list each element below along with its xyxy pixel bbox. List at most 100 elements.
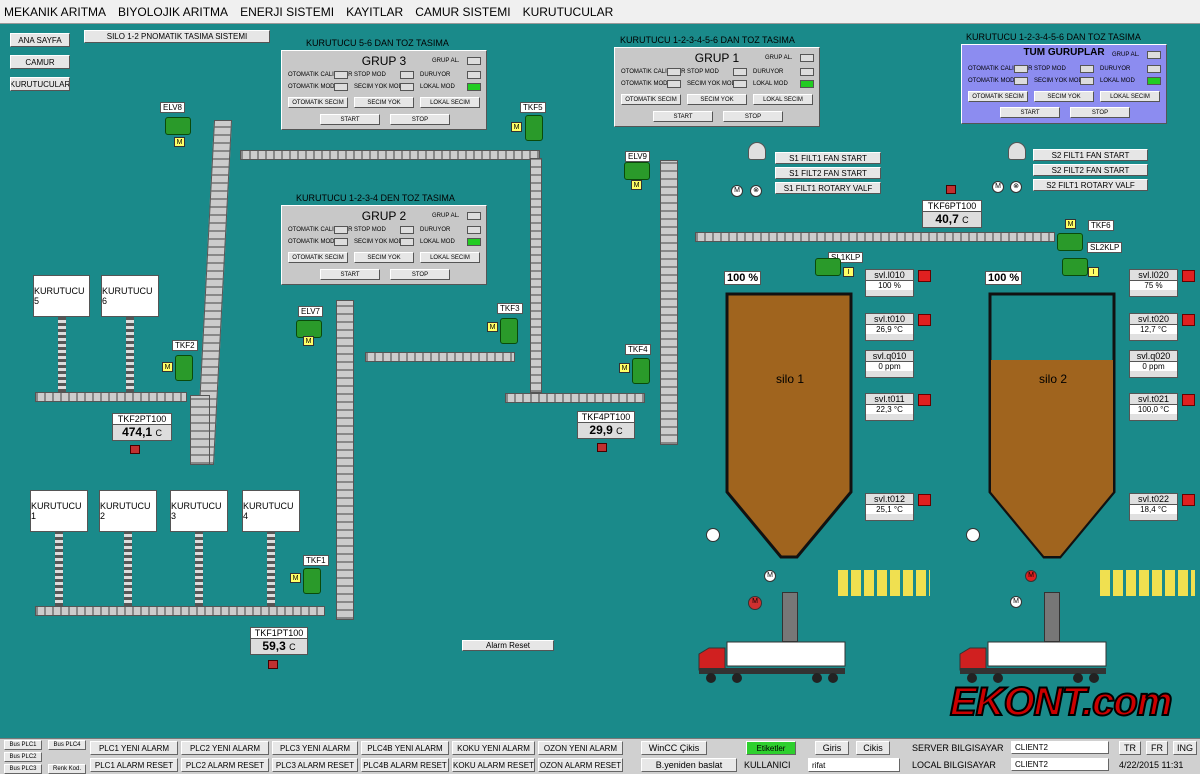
motor-tkf1[interactable] [303, 568, 321, 594]
motor-m-icon[interactable]: M [764, 570, 776, 582]
motor-elv9[interactable] [624, 162, 650, 180]
s2-filt2-fan-button[interactable]: S2 FILT2 FAN START [1033, 164, 1148, 176]
alarm-icon[interactable] [1182, 314, 1195, 326]
alarm-icon[interactable] [918, 270, 931, 282]
alarm-icon[interactable] [268, 660, 278, 669]
koku-alarm-button[interactable]: KOKU YENI ALARM [452, 741, 535, 755]
bus-plc1-status[interactable]: Bus PLC1 [4, 740, 42, 750]
motor-sl2klp[interactable] [1062, 258, 1088, 276]
lokal-mod-label: LOKAL MOD [420, 84, 455, 90]
menu-mekanik[interactable]: MEKANIK ARITMA [4, 4, 107, 19]
alarm-icon[interactable] [597, 443, 607, 452]
alarm-reset-button[interactable]: Alarm Reset [462, 640, 554, 651]
rotary-valve-icon[interactable]: ⊗ [1010, 181, 1022, 193]
motor-elv8[interactable] [165, 117, 191, 135]
plc1-alarm-button[interactable]: PLC1 YENI ALARM [90, 741, 178, 755]
alarm-icon[interactable] [918, 394, 931, 406]
alarm-icon[interactable] [130, 445, 140, 454]
oto-secim-button[interactable]: OTOMATIK SECIM [968, 91, 1028, 102]
plc1-reset-button[interactable]: PLC1 ALARM RESET [90, 758, 178, 772]
lang-fr-button[interactable]: FR [1146, 741, 1168, 755]
bus-plc3-status[interactable]: Bus PLC3 [4, 764, 42, 774]
secim-yok-button[interactable]: SECIM YOK [354, 97, 414, 108]
motor-tkf5[interactable] [525, 115, 543, 141]
stop-button[interactable]: STOP [390, 269, 450, 280]
motor-tkf2[interactable] [175, 355, 193, 381]
menu-kurutucular[interactable]: KURUTUCULAR [522, 4, 614, 19]
bus-plc4-status[interactable]: Bus PLC4 [48, 740, 86, 750]
s2-filt1-fan-button[interactable]: S2 FILT1 FAN START [1033, 149, 1148, 161]
etiketler-button[interactable]: Etiketler [746, 741, 796, 755]
lokal-secim-button[interactable]: LOKAL SECIM [420, 97, 480, 108]
local-label: LOCAL BILGISAYAR [912, 760, 996, 770]
oto-secim-button[interactable]: OTOMATIK SECIM [288, 97, 348, 108]
ana-sayfa-button[interactable]: ANA SAYFA [10, 33, 70, 47]
start-button[interactable]: START [1000, 107, 1060, 118]
giris-button[interactable]: Giris [815, 741, 849, 755]
alarm-icon[interactable] [1182, 494, 1195, 506]
start-button[interactable]: START [653, 111, 713, 122]
restart-button[interactable]: B.yeniden baslat [641, 758, 737, 772]
kurutucular-button[interactable]: KURUTUCULAR [10, 77, 70, 91]
motor-sl1klp[interactable] [815, 258, 841, 276]
oto-secim-button[interactable]: OTOMATIK SECIM [288, 252, 348, 263]
plc4b-reset-button[interactable]: PLC4B ALARM RESET [361, 758, 449, 772]
silo-tasima-button[interactable]: SILO 1-2 PNOMATIK TASIMA SISTEMI [84, 30, 270, 43]
duruyor-indicator [1147, 65, 1161, 73]
s1-rotary-valf-button[interactable]: S1 FILT1 ROTARY VALF [775, 182, 881, 194]
motor-m-icon[interactable]: M [1010, 596, 1022, 608]
plc2-reset-button[interactable]: PLC2 ALARM RESET [181, 758, 269, 772]
motor-m-icon[interactable]: M [731, 185, 743, 197]
secim-yok-button[interactable]: SECIM YOK [354, 252, 414, 263]
motor-tkf6[interactable] [1057, 233, 1083, 251]
plc4b-alarm-button[interactable]: PLC4B YENI ALARM [361, 741, 449, 755]
koku-reset-button[interactable]: KOKU ALARM RESET [452, 758, 535, 772]
s2-rotary-valf-button[interactable]: S2 FILT1 ROTARY VALF [1033, 179, 1148, 191]
ozon-reset-button[interactable]: OZON ALARM RESET [538, 758, 623, 772]
valve-icon[interactable] [966, 528, 980, 542]
alarm-icon[interactable] [1182, 394, 1195, 406]
menu-enerji[interactable]: ENERJI SISTEMI [240, 4, 335, 19]
motor-tkf3[interactable] [500, 318, 518, 344]
cikis-button[interactable]: Cikis [856, 741, 890, 755]
stop-button[interactable]: STOP [723, 111, 783, 122]
alarm-icon[interactable] [946, 185, 956, 194]
menu-camur[interactable]: CAMUR SISTEMI [415, 4, 511, 19]
s1-filt2-fan-button[interactable]: S1 FILT2 FAN START [775, 167, 881, 179]
lang-tr-button[interactable]: TR [1119, 741, 1141, 755]
valve-icon[interactable] [706, 528, 720, 542]
renk-kod-button[interactable]: Renk Kod. [48, 764, 86, 774]
s1-filt1-fan-button[interactable]: S1 FILT1 FAN START [775, 152, 881, 164]
motor-tkf4[interactable] [632, 358, 650, 384]
motor-m-icon[interactable]: M [1025, 570, 1037, 582]
secim-yok-button[interactable]: SECIM YOK [687, 94, 747, 105]
oto-secim-button[interactable]: OTOMATIK SECIM [621, 94, 681, 105]
lokal-secim-button[interactable]: LOKAL SECIM [420, 252, 480, 263]
start-button[interactable]: START [320, 269, 380, 280]
stop-button[interactable]: STOP [390, 114, 450, 125]
rotary-valve-icon[interactable]: ⊗ [750, 185, 762, 197]
duruyor-indicator [467, 71, 481, 79]
secim-yok-button[interactable]: SECIM YOK [1034, 91, 1094, 102]
alarm-icon[interactable] [918, 314, 931, 326]
lokal-mod-indicator [800, 80, 814, 88]
lokal-secim-button[interactable]: LOKAL SECIM [753, 94, 813, 105]
start-button[interactable]: START [320, 114, 380, 125]
lang-ing-button[interactable]: ING [1173, 741, 1197, 755]
alarm-icon[interactable] [918, 494, 931, 506]
alarm-icon[interactable] [1182, 270, 1195, 282]
menu-kayitlar[interactable]: KAYITLAR [346, 4, 404, 19]
bus-plc2-status[interactable]: Bus PLC2 [4, 752, 42, 762]
oto-cal-label: OTOMATIK CALISIYOR [288, 227, 353, 233]
stop-button[interactable]: STOP [1070, 107, 1130, 118]
wincc-exit-button[interactable]: WinCC Çikis [641, 741, 707, 755]
plc2-alarm-button[interactable]: PLC2 YENI ALARM [181, 741, 269, 755]
plc3-alarm-button[interactable]: PLC3 YENI ALARM [272, 741, 358, 755]
ozon-alarm-button[interactable]: OZON YENI ALARM [538, 741, 623, 755]
motor-m-icon[interactable]: M [992, 181, 1004, 193]
camur-button[interactable]: CAMUR [10, 55, 70, 69]
menu-biyolojik[interactable]: BIYOLOJIK ARITMA [118, 4, 229, 19]
lokal-secim-button[interactable]: LOKAL SECIM [1100, 91, 1160, 102]
motor-m-icon[interactable]: M [748, 596, 762, 610]
plc3-reset-button[interactable]: PLC3 ALARM RESET [272, 758, 358, 772]
